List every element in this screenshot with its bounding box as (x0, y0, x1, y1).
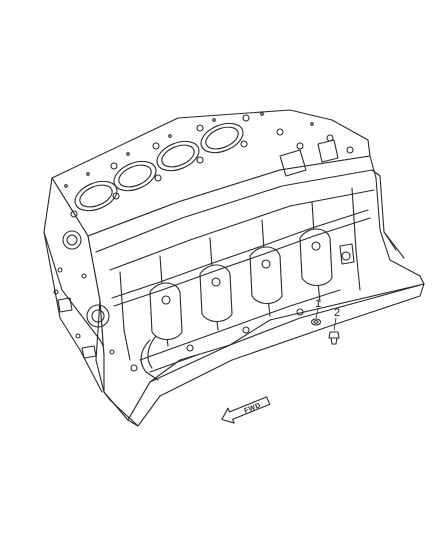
callout-1-label: 1 (315, 298, 321, 310)
callout-leaders (315, 308, 337, 331)
callout-2-label: 2 (334, 307, 340, 319)
part-2-bolt (328, 331, 340, 345)
forward-arrow-label: FWD (243, 402, 262, 415)
part-1-plug (310, 318, 322, 326)
engine-block (43, 109, 425, 427)
forward-direction-arrow (221, 396, 271, 424)
